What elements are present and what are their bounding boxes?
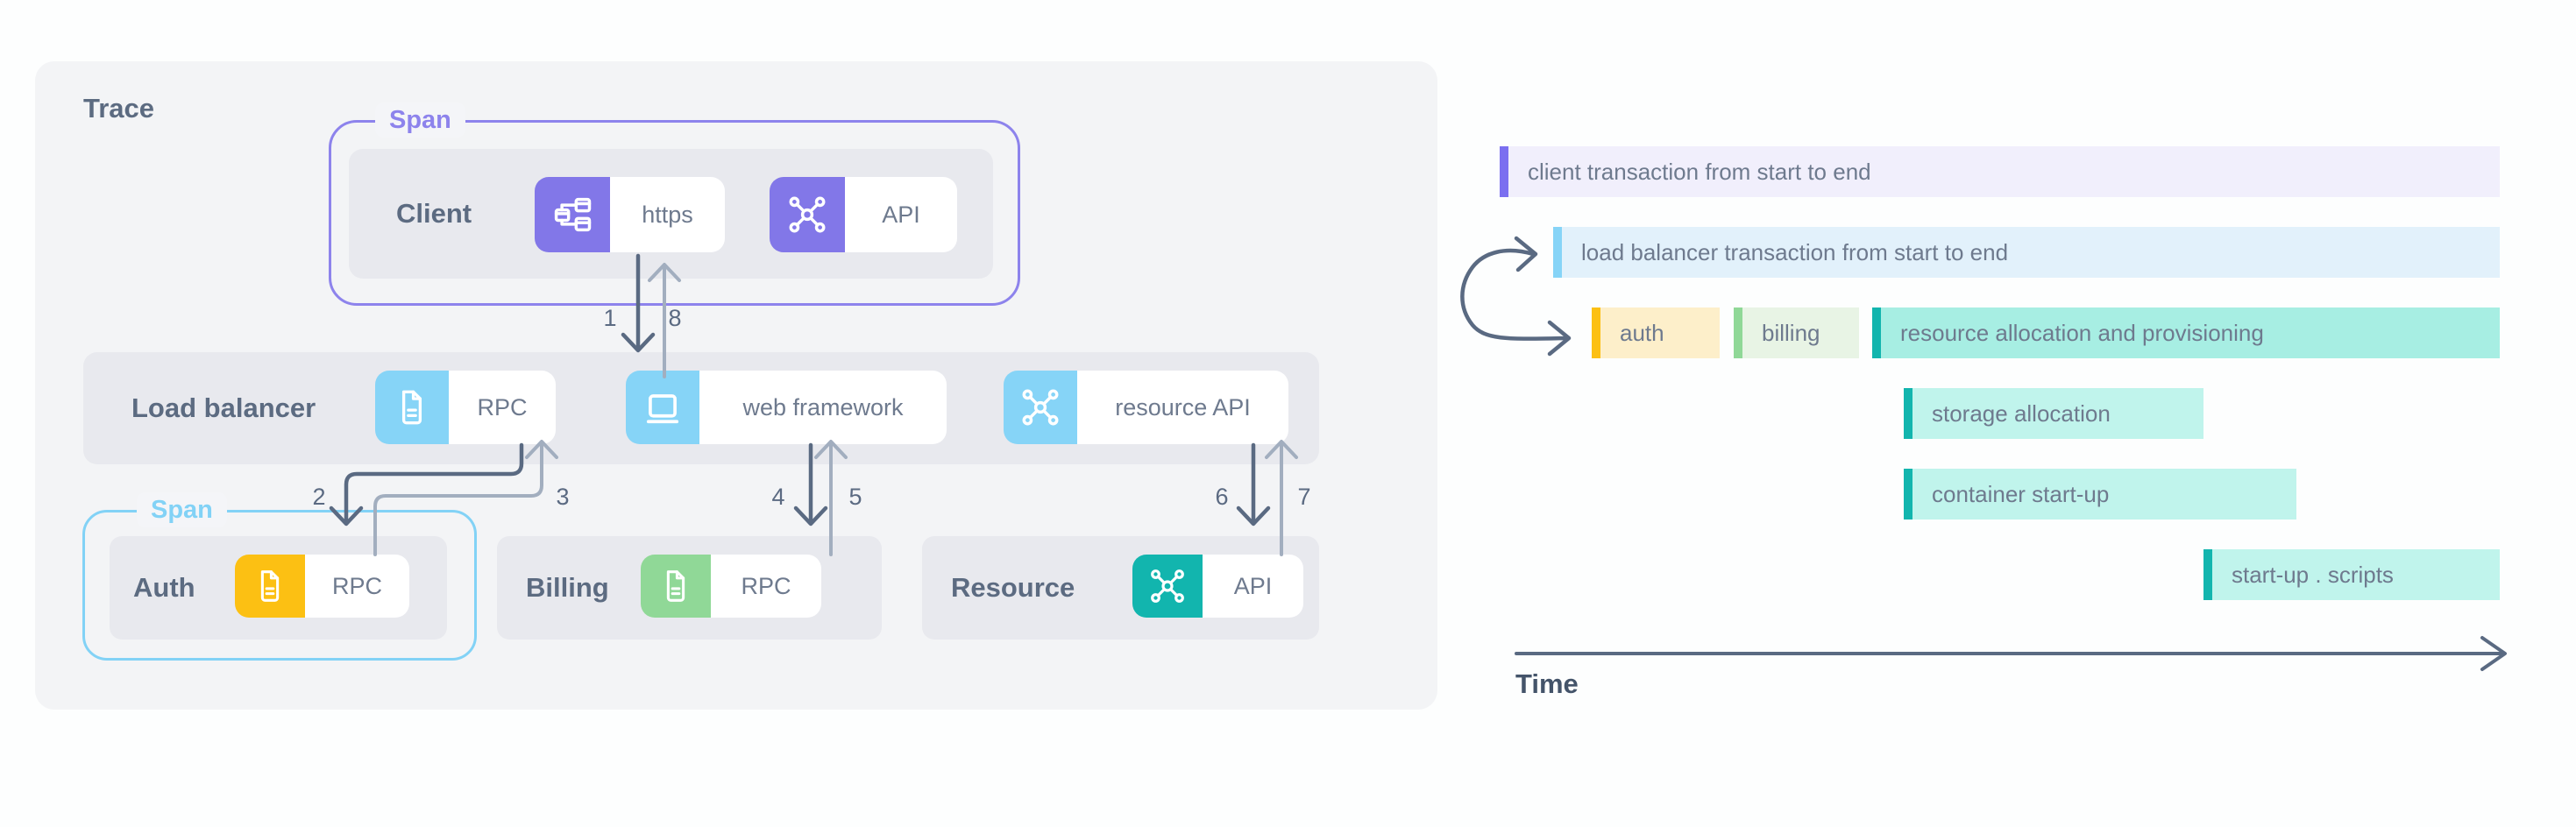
bar-accent: [1592, 307, 1600, 358]
bar-accent: [1553, 227, 1562, 278]
arrow-1-number: 1: [594, 305, 626, 332]
time-axis-arrow: [1516, 638, 2505, 669]
sitemap-icon: [535, 177, 610, 252]
resource-api-node-chip: API: [1132, 555, 1303, 618]
arrow-5-number: 5: [840, 484, 871, 511]
arrow-8-number: 8: [659, 305, 691, 332]
timeline-bar-container-startup: container start-up: [1904, 469, 2296, 520]
timeline-bar-label: storage allocation: [1904, 400, 2111, 428]
resource-api-chip: resource API: [1004, 371, 1288, 444]
client-api-chip: API: [770, 177, 957, 252]
timeline-bar-load-balancer: load balancer transaction from start to …: [1553, 227, 2500, 278]
arrow-4-number: 4: [763, 484, 794, 511]
client-api-chip-label: API: [845, 177, 957, 252]
network-icon: [1004, 371, 1077, 444]
laptop-icon: [626, 371, 699, 444]
timeline-bar-label: client transaction from start to end: [1500, 159, 1871, 186]
bar-accent: [1904, 388, 1912, 439]
network-icon: [1132, 555, 1203, 618]
auth-node-title: Auth: [133, 536, 195, 640]
resource-api-chip-label: resource API: [1077, 371, 1288, 444]
load-balancer-title: Load balancer: [131, 352, 316, 464]
resource-node-title: Resource: [951, 536, 1075, 640]
timeline-bar-label: load balancer transaction from start to …: [1553, 239, 2008, 266]
document-icon: [641, 555, 711, 618]
timeline-bar-label: container start-up: [1904, 481, 2109, 508]
bar-accent: [1500, 146, 1508, 197]
timeline-bar-label: start-up . scripts: [2203, 562, 2394, 589]
client-span-label: Span: [375, 102, 465, 138]
document-icon: [235, 555, 305, 618]
timeline-bar-startup-scripts: start-up . scripts: [2203, 549, 2500, 600]
network-icon: [770, 177, 845, 252]
bar-accent: [1872, 307, 1881, 358]
bar-accent: [1734, 307, 1742, 358]
load-balancer-rpc-chip-label: RPC: [449, 371, 556, 444]
web-framework-chip: web framework: [626, 371, 947, 444]
billing-rpc-chip: RPC: [641, 555, 821, 618]
arrow-6-number: 6: [1206, 484, 1238, 511]
load-balancer-rpc-chip: RPC: [375, 371, 556, 444]
arrow-2-number: 2: [303, 484, 335, 511]
timeline-bar-auth: auth: [1592, 307, 1720, 358]
resource-api-node-chip-label: API: [1203, 555, 1303, 618]
trace-label: Trace: [83, 93, 154, 124]
client-node-title: Client: [396, 149, 472, 279]
document-icon: [375, 371, 449, 444]
timeline-bar-resource-allocation: resource allocation and provisioning: [1872, 307, 2500, 358]
auth-rpc-chip-label: RPC: [305, 555, 409, 618]
timeline-bar-client: client transaction from start to end: [1500, 146, 2500, 197]
https-chip: https: [535, 177, 725, 252]
timeline-bar-label: billing: [1734, 320, 1820, 347]
auth-span-label: Span: [137, 492, 227, 527]
arrow-7-number: 7: [1288, 484, 1320, 511]
bar-accent: [1904, 469, 1912, 520]
timeline-bar-label: resource allocation and provisioning: [1872, 320, 2264, 347]
https-chip-label: https: [610, 177, 725, 252]
timeline-bar-label: auth: [1592, 320, 1664, 347]
bar-accent: [2203, 549, 2212, 600]
timeline-bar-billing: billing: [1734, 307, 1859, 358]
billing-rpc-chip-label: RPC: [711, 555, 821, 618]
timeline-bar-storage-allocation: storage allocation: [1904, 388, 2203, 439]
arrow-3-number: 3: [547, 484, 578, 511]
billing-node-title: Billing: [526, 536, 609, 640]
auth-rpc-chip: RPC: [235, 555, 409, 618]
web-framework-chip-label: web framework: [699, 371, 947, 444]
time-axis-label: Time: [1515, 668, 1579, 700]
